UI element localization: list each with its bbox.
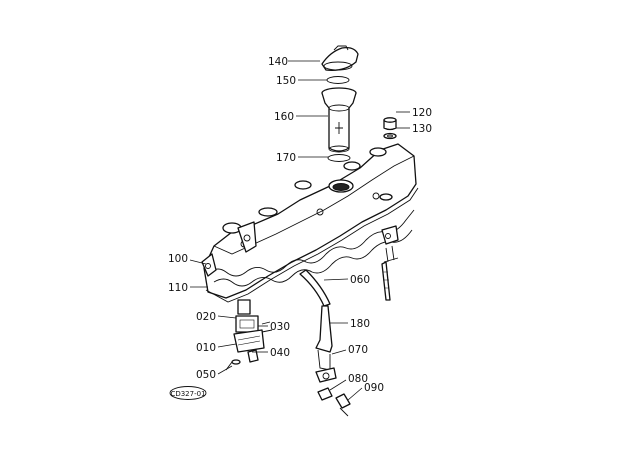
callout-010: 010 xyxy=(196,342,216,354)
o-ring-170-drawing xyxy=(327,154,351,162)
reference-code-tag: CD327-01 xyxy=(169,386,207,400)
clamp-070-drawing xyxy=(315,367,337,383)
callout-130: 130 xyxy=(412,123,432,135)
callout-080: 080 xyxy=(348,373,368,385)
callout-160: 160 xyxy=(274,111,294,123)
hose-drawing xyxy=(299,269,331,307)
bolt-090-drawing xyxy=(335,393,351,417)
oil-filler-cap-drawing xyxy=(321,45,359,71)
callout-180: 180 xyxy=(350,318,370,330)
callout-070: 070 xyxy=(348,344,368,356)
filler-tube-drawing xyxy=(321,87,357,153)
callout-150: 150 xyxy=(276,75,296,87)
reference-code-text: CD327-01 xyxy=(170,390,205,398)
cap-nut-drawing xyxy=(383,117,397,140)
callout-100: 100 xyxy=(168,253,188,265)
breather-assembly-drawing xyxy=(225,299,273,371)
cylinder-head-cover-drawing xyxy=(201,143,419,303)
clip-080-drawing xyxy=(317,387,333,401)
breather-pipe-drawing xyxy=(315,305,333,371)
callout-110: 110 xyxy=(168,282,188,294)
callout-090: 090 xyxy=(364,382,384,394)
callout-020: 020 xyxy=(196,311,216,323)
oil-level-rod-drawing xyxy=(381,261,391,301)
o-ring-150-drawing xyxy=(326,76,350,84)
callout-050: 050 xyxy=(196,369,216,381)
callout-040: 040 xyxy=(270,347,290,359)
callout-060: 060 xyxy=(350,274,370,286)
callout-120: 120 xyxy=(412,107,432,119)
part-callouts: 140 150 160 170 120 130 100 110 060 180 … xyxy=(168,56,432,394)
callout-030: 030 xyxy=(270,321,290,333)
callout-170: 170 xyxy=(276,152,296,164)
leader-lines xyxy=(189,60,410,401)
callout-140: 140 xyxy=(268,56,288,68)
